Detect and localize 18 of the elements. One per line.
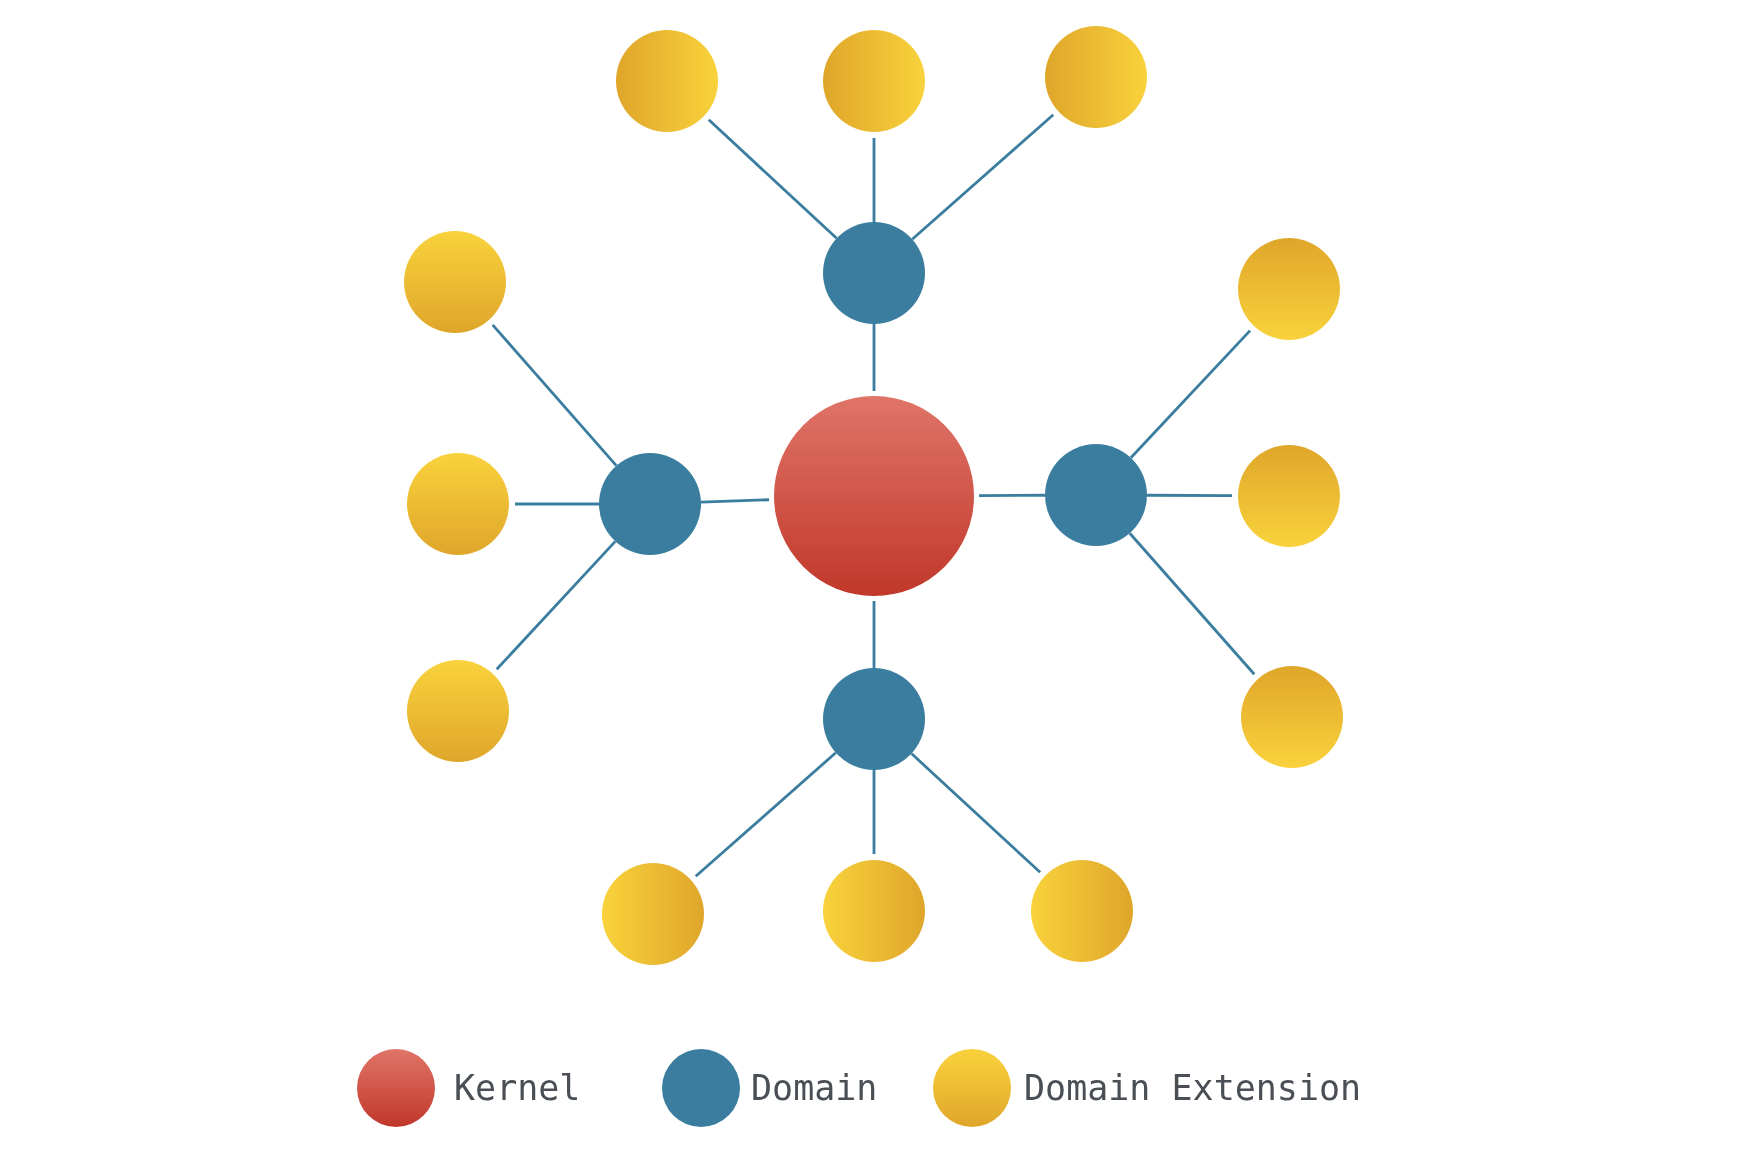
connector-line xyxy=(872,770,876,854)
connector-line xyxy=(872,138,876,222)
connector-line xyxy=(1147,493,1232,498)
connector-line xyxy=(700,498,770,504)
connector-line xyxy=(491,323,618,467)
connector-line xyxy=(694,751,837,878)
legend-label: Domain xyxy=(751,1070,878,1106)
connector-line xyxy=(872,601,876,668)
connector-line xyxy=(515,502,599,506)
connector-line xyxy=(872,324,876,391)
connector-line xyxy=(979,493,1045,497)
connector-line xyxy=(911,113,1055,241)
connector-line xyxy=(707,118,838,240)
connector-line xyxy=(910,752,1042,874)
connector-line xyxy=(495,540,617,671)
legend-label: Domain Extension xyxy=(1024,1070,1362,1106)
connector-line xyxy=(1128,532,1256,676)
legend-label: Kernel xyxy=(454,1070,581,1106)
